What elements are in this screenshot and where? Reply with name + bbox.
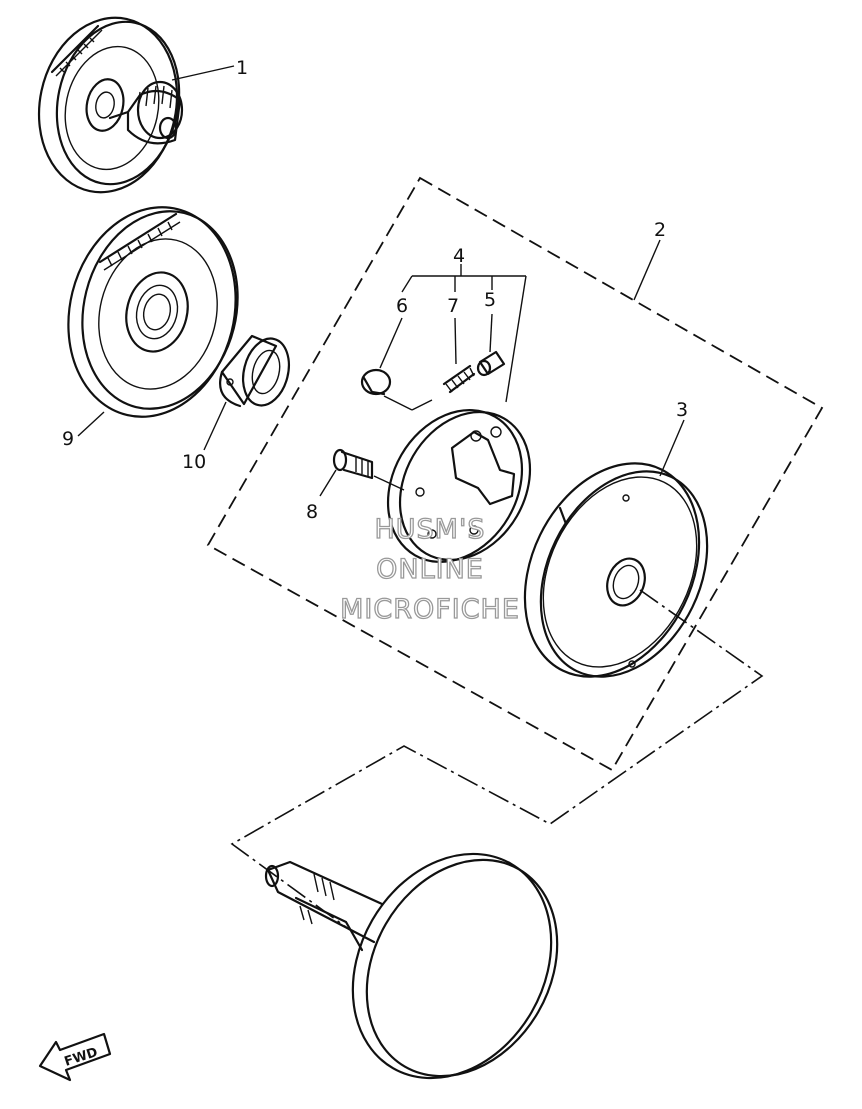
callout-2: 2 (654, 219, 666, 241)
part-6-roller[interactable] (360, 368, 392, 396)
callout-7: 7 (447, 295, 459, 317)
watermark-line-3: MICROFICHE (340, 594, 520, 625)
leader-line-7 (454, 317, 457, 365)
callout-9: 9 (62, 428, 74, 450)
callout-8: 8 (306, 501, 318, 523)
leader-line-10 (203, 401, 227, 451)
one-way-clutch-body[interactable] (361, 386, 556, 587)
watermark-line-1: HUSM'S (374, 514, 485, 545)
callout-3: 3 (676, 399, 688, 421)
part-9-gear-disc[interactable] (47, 189, 258, 434)
watermark-line-2: ONLINE (376, 554, 484, 585)
part-8-bolt[interactable] (332, 448, 374, 480)
part-10-collar[interactable] (219, 334, 295, 411)
leader-line-1 (171, 65, 235, 81)
leader-line-3 (659, 419, 685, 477)
callout-1: 1 (236, 57, 248, 79)
fwd-arrow-icon: FWD (38, 1032, 112, 1082)
callout-4: 4 (453, 245, 465, 267)
leader-line-9 (77, 411, 105, 437)
fwd-label: FWD (63, 1045, 100, 1070)
leader-line-5 (489, 313, 493, 353)
callout-4-bracket (401, 264, 527, 403)
roller-guide-line (383, 395, 433, 411)
callout-10: 10 (182, 451, 206, 473)
leader-line-2 (633, 239, 661, 301)
callout-6: 6 (396, 295, 408, 317)
bolt-guide-line (373, 475, 405, 491)
crankshaft-disc[interactable] (264, 818, 595, 1109)
leader-line-6 (379, 317, 403, 369)
watermark: HUSM'S ONLINE MICROFICHE (339, 513, 520, 625)
assembly-axis-line (230, 589, 764, 931)
part-7-spring[interactable] (442, 364, 476, 394)
part-3-clutch-outer[interactable] (491, 434, 740, 705)
callout-5: 5 (484, 289, 496, 311)
leader-line-8 (319, 469, 337, 497)
part-5-plunger-cap[interactable] (476, 350, 506, 377)
part-1-starter-gear[interactable] (23, 5, 194, 205)
